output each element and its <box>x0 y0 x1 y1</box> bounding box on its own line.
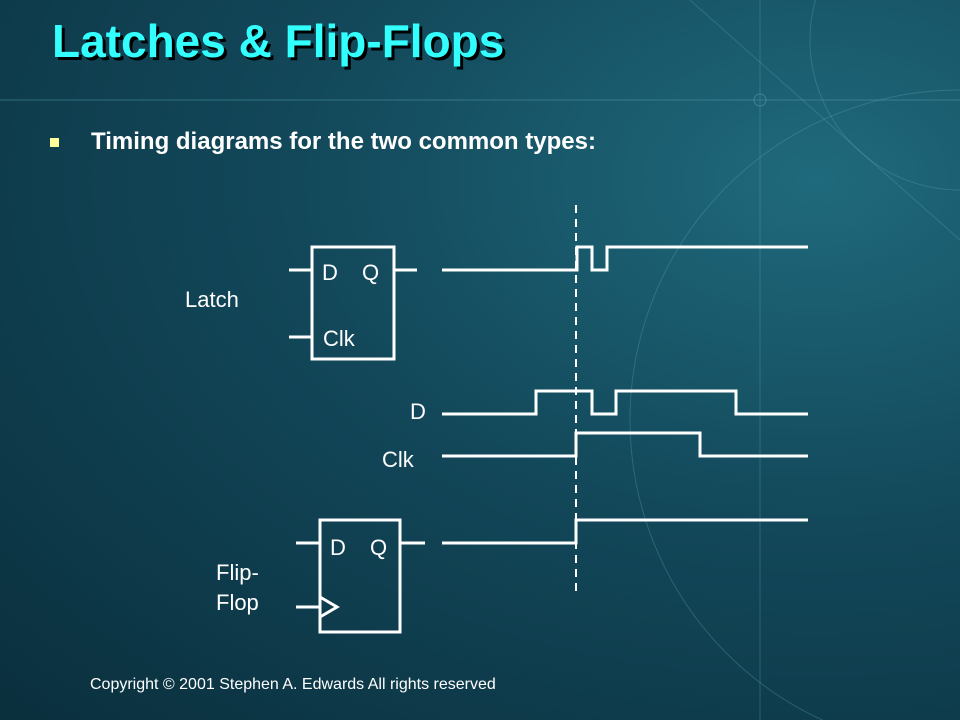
d-signal-label: D <box>410 399 426 424</box>
latch-box <box>310 245 396 361</box>
latch-q-waveform <box>442 245 808 272</box>
latch-pin-q: Q <box>362 260 379 285</box>
slide-title: Latches & Flip-Flops <box>52 15 505 67</box>
latch-pin-d: D <box>322 260 338 285</box>
bullet-item: Timing diagrams for the two common types… <box>50 128 596 156</box>
latch-pin-clk: Clk <box>323 326 356 351</box>
latch-symbol <box>289 245 417 361</box>
square-bullet-icon <box>50 137 59 147</box>
bullet-text: Timing diagrams for the two common types… <box>91 128 596 155</box>
flipflop-q-waveform <box>442 518 808 545</box>
d-waveform <box>442 389 808 416</box>
flipflop-label-line1: Flip- <box>216 560 259 585</box>
clk-signal-label: Clk <box>382 447 415 472</box>
flipflop-pin-d: D <box>330 535 346 560</box>
clk-waveform <box>442 431 808 458</box>
clock-edge-triangle-icon <box>319 595 340 619</box>
flipflop-symbol <box>296 518 425 634</box>
flipflop-label-line2: Flop <box>216 590 259 615</box>
flipflop-pin-q: Q <box>370 535 387 560</box>
copyright-notice: Copyright © 2001 Stephen A. Edwards All … <box>90 676 496 693</box>
latch-label: Latch <box>185 287 239 312</box>
flipflop-box <box>318 518 402 634</box>
